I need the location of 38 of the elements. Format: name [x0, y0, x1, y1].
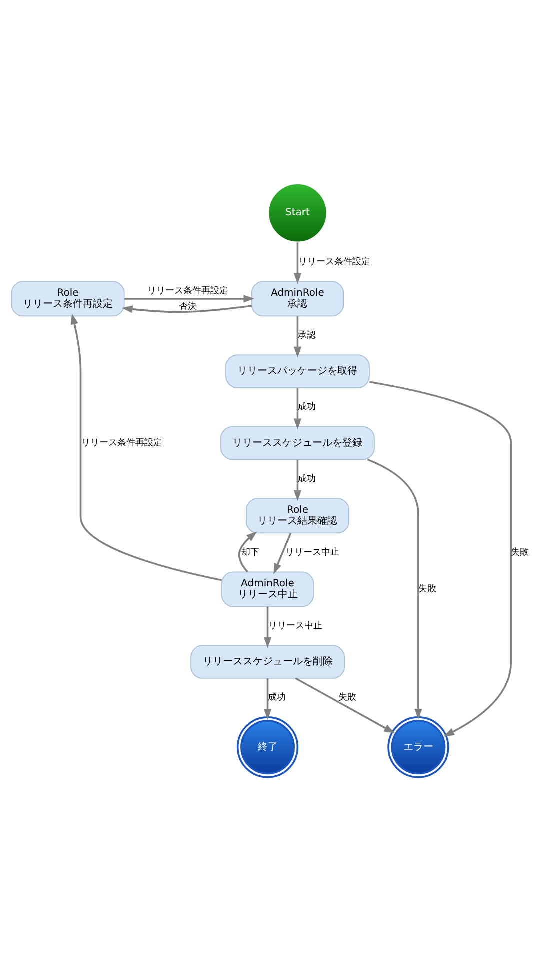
edge-label: リリース中止	[286, 548, 340, 558]
node-box: リリーススケジュールを削除	[190, 645, 345, 679]
node-circle: 終了	[236, 716, 299, 778]
arrow	[294, 316, 302, 358]
arrow	[70, 314, 222, 582]
arrow	[294, 242, 302, 284]
edge-label: 失敗	[511, 548, 530, 558]
edge-label: 失敗	[418, 584, 437, 595]
node-circle: Start	[267, 182, 328, 244]
node-box: リリースパッケージを取得	[226, 354, 370, 388]
arrow	[295, 678, 396, 734]
edge-label: リリース中止	[268, 621, 322, 632]
arrow	[264, 606, 272, 648]
node-box: Role リリース条件再設定	[11, 281, 125, 317]
edge-label: 承認	[298, 330, 316, 341]
edge-label: 成功	[268, 693, 286, 704]
node-box: リリーススケジュールを登録	[220, 426, 375, 460]
arrow	[274, 533, 292, 575]
arrow	[370, 381, 512, 737]
edge-label: 否決	[179, 302, 198, 312]
arrow	[294, 388, 302, 430]
node-box: Role リリース結果確認	[246, 498, 350, 534]
node-circle: エラー	[388, 716, 450, 778]
edge-label: 成功	[298, 474, 316, 484]
arrow	[264, 678, 272, 720]
arrow	[124, 295, 255, 303]
node-box: AdminRole リリース中止	[221, 572, 314, 608]
edge-label: リリース条件再設定	[148, 286, 229, 296]
edge-label: 成功	[298, 402, 316, 413]
edge-label: リリース条件設定	[298, 257, 371, 268]
arrow	[294, 460, 302, 502]
edge-label: 失敗	[338, 693, 357, 704]
arrow	[238, 532, 258, 573]
arrow	[367, 458, 422, 720]
edge-label: リリース条件再設定	[82, 438, 163, 449]
edge-label: 却下	[242, 548, 260, 558]
node-box: AdminRole 承認	[251, 281, 344, 317]
arrow	[122, 305, 252, 314]
